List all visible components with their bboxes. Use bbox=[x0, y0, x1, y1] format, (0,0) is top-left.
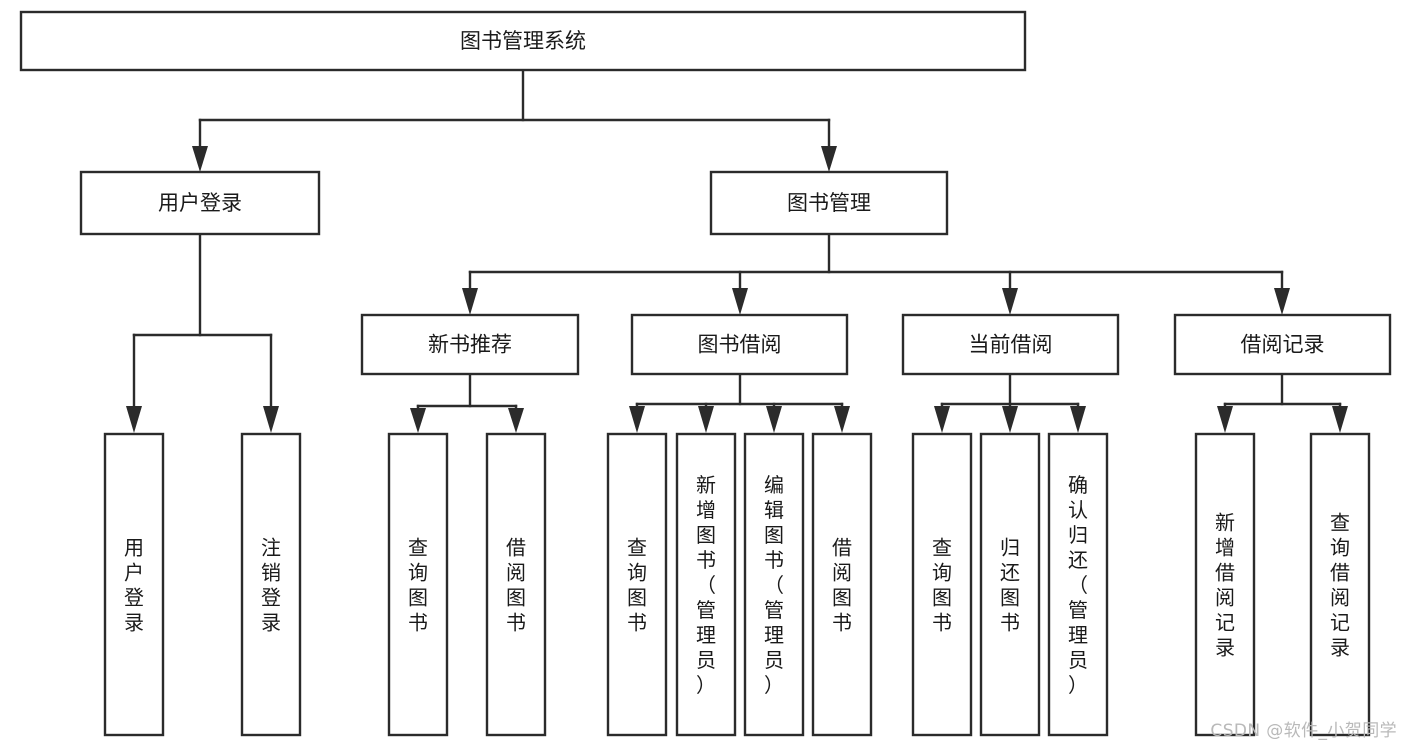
node-label: 图书管理 bbox=[787, 191, 871, 215]
node-label: 借阅图书 bbox=[506, 536, 526, 635]
node-label: 图书管理系统 bbox=[460, 29, 586, 53]
node-box[interactable] bbox=[79, 170, 321, 236]
node-leaf-0[interactable]: 用户登录 bbox=[103, 432, 165, 737]
node-box[interactable] bbox=[19, 10, 1027, 72]
arrow-head-record-c2 bbox=[1332, 406, 1348, 433]
node-leaf-12[interactable]: 查询借阅记录 bbox=[1309, 432, 1371, 737]
node-label: 用户登录 bbox=[158, 191, 242, 215]
node-leaf-1[interactable]: 注销登录 bbox=[240, 432, 302, 737]
node-level2-3[interactable]: 借阅记录 bbox=[1173, 313, 1392, 376]
node-box[interactable] bbox=[360, 313, 580, 376]
node-box[interactable] bbox=[630, 313, 849, 376]
node-box[interactable] bbox=[901, 313, 1120, 376]
arrow-head-current-c3 bbox=[1070, 406, 1086, 433]
node-label: 注销登录 bbox=[261, 536, 281, 635]
arrow-head-newbook-c2 bbox=[508, 408, 524, 433]
node-label: 借阅记录 bbox=[1241, 333, 1325, 357]
arrow-head-book-mgmt bbox=[821, 146, 837, 172]
node-label: 确认归还（管理员） bbox=[1068, 473, 1088, 697]
arrow-head-current-c2 bbox=[1002, 406, 1018, 433]
arrow-head-newbook bbox=[462, 288, 478, 315]
node-leaf-7[interactable]: 借阅图书 bbox=[811, 432, 873, 737]
connector-layer bbox=[126, 68, 1348, 433]
node-box[interactable] bbox=[240, 432, 302, 737]
arrow-head-user-login bbox=[192, 146, 208, 172]
arrow-head-record-c1 bbox=[1217, 406, 1233, 433]
node-leaf-3[interactable]: 借阅图书 bbox=[485, 432, 547, 737]
node-label: 图书借阅 bbox=[698, 333, 782, 357]
arrow-head-record bbox=[1274, 288, 1290, 315]
node-level2-0[interactable]: 新书推荐 bbox=[360, 313, 580, 376]
node-leaf-9[interactable]: 归还图书 bbox=[979, 432, 1041, 737]
node-box[interactable] bbox=[606, 432, 668, 737]
node-label: 查询图书 bbox=[627, 536, 647, 635]
node-layer: 图书管理系统用户登录图书管理新书推荐图书借阅当前借阅借阅记录用户登录注销登录查询… bbox=[19, 10, 1392, 737]
arrow-head-borrow bbox=[732, 288, 748, 315]
node-label: 查询图书 bbox=[932, 536, 952, 635]
node-level2-2[interactable]: 当前借阅 bbox=[901, 313, 1120, 376]
node-box[interactable] bbox=[709, 170, 949, 236]
node-box[interactable] bbox=[675, 432, 737, 737]
node-label: 新书推荐 bbox=[428, 333, 512, 357]
node-box[interactable] bbox=[1173, 313, 1392, 376]
node-box[interactable] bbox=[387, 432, 449, 737]
node-box[interactable] bbox=[911, 432, 973, 737]
node-leaf-10[interactable]: 确认归还（管理员） bbox=[1047, 432, 1109, 737]
arrow-head-current bbox=[1002, 288, 1018, 315]
watermark: CSDN @软件_小贺同学 bbox=[1210, 721, 1397, 741]
node-leaf-11[interactable]: 新增借阅记录 bbox=[1194, 432, 1256, 737]
node-label: 归还图书 bbox=[1000, 536, 1020, 635]
arrow-head-newbook-c1 bbox=[410, 408, 426, 433]
node-box[interactable] bbox=[743, 432, 805, 737]
arrow-head-borrow-c3 bbox=[766, 406, 782, 433]
node-label: 编辑图书（管理员） bbox=[764, 473, 784, 697]
node-label: 当前借阅 bbox=[969, 333, 1053, 357]
node-leaf-8[interactable]: 查询图书 bbox=[911, 432, 973, 737]
node-level2-1[interactable]: 图书借阅 bbox=[630, 313, 849, 376]
node-box[interactable] bbox=[103, 432, 165, 737]
node-label: 新增图书（管理员） bbox=[696, 473, 716, 697]
node-leaf-2[interactable]: 查询图书 bbox=[387, 432, 449, 737]
node-label: 查询借阅记录 bbox=[1330, 511, 1350, 660]
node-box[interactable] bbox=[1194, 432, 1256, 737]
node-box[interactable] bbox=[1047, 432, 1109, 737]
node-box[interactable] bbox=[979, 432, 1041, 737]
arrow-head-borrow-c2 bbox=[698, 406, 714, 433]
node-leaf-5[interactable]: 新增图书（管理员） bbox=[675, 432, 737, 737]
node-leaf-4[interactable]: 查询图书 bbox=[606, 432, 668, 737]
arrow-head-borrow-c1 bbox=[629, 406, 645, 433]
node-root-system[interactable]: 图书管理系统 bbox=[19, 10, 1027, 72]
node-box[interactable] bbox=[811, 432, 873, 737]
node-label: 用户登录 bbox=[124, 536, 144, 635]
node-leaf-6[interactable]: 编辑图书（管理员） bbox=[743, 432, 805, 737]
arrow-head-current-c1 bbox=[934, 406, 950, 433]
arrow-head-borrow-c4 bbox=[834, 406, 850, 433]
arrow-head-leaf-logout bbox=[263, 406, 279, 433]
node-label: 新增借阅记录 bbox=[1215, 511, 1235, 660]
node-box[interactable] bbox=[485, 432, 547, 737]
arrow-head-leaf-user-login bbox=[126, 406, 142, 433]
node-label: 查询图书 bbox=[408, 536, 428, 635]
node-level1-1[interactable]: 图书管理 bbox=[709, 170, 949, 236]
node-box[interactable] bbox=[1309, 432, 1371, 737]
node-label: 借阅图书 bbox=[832, 536, 852, 635]
node-level1-0[interactable]: 用户登录 bbox=[79, 170, 321, 236]
